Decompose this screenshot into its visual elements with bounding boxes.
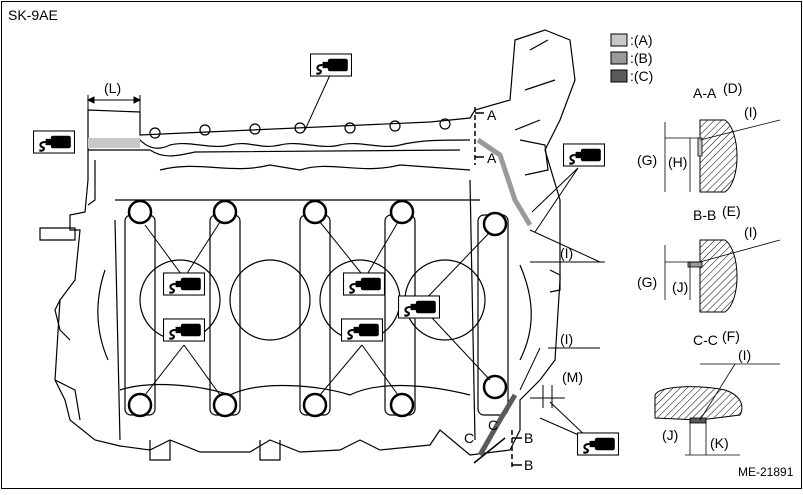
sealant-beads: [88, 137, 533, 457]
sealant-bead-c: [477, 393, 518, 457]
dimension-l: [86, 95, 142, 135]
legend-swatch-a: [610, 33, 628, 47]
legend-swatch-b: [610, 51, 628, 65]
section-marks-a: [474, 107, 484, 165]
section-cc-label-k: (K): [710, 435, 729, 451]
section-aa-label-g: (G): [637, 152, 657, 168]
legend-label-a: :(A): [630, 32, 653, 48]
section-aa-label-h: (H): [668, 154, 687, 170]
section-bb-label-i: (I): [744, 224, 757, 240]
section-mark-b-top: B: [524, 430, 533, 446]
reference-number: ME-21891: [738, 465, 794, 479]
dimension-m: [530, 385, 565, 408]
sealant-bottle-icon: [563, 143, 605, 167]
sealant-bottle-icon: [163, 318, 205, 342]
section-bb-label-j: (J): [672, 279, 688, 295]
label-i-lower: (I): [560, 331, 573, 347]
sealant-bottle-icon: [33, 130, 75, 154]
sealant-bead-b: [476, 137, 533, 227]
sealant-bottle-icon: [577, 432, 619, 456]
section-aa-label-i: (I): [744, 104, 757, 120]
section-mark-b-bottom: B: [524, 457, 533, 473]
section-mark-c-left: C: [464, 430, 474, 446]
bearing-cap-bolts: [127, 199, 508, 418]
legend-label-b: :(B): [630, 50, 653, 66]
sealant-bottle-icon: [343, 272, 385, 296]
label-l: (L): [104, 80, 121, 96]
section-cc: C-C (F) (I) (J) (K): [654, 328, 780, 456]
section-aa-code: (D): [723, 80, 742, 96]
section-bb-title: B-B: [693, 207, 716, 223]
section-aa-title: A-A: [693, 85, 717, 101]
diagram-code: SK-9AE: [8, 7, 58, 23]
section-mark-a-bottom: A: [487, 150, 497, 166]
label-m: (M): [562, 369, 583, 385]
section-marks-bc: [473, 430, 522, 468]
legend: :(A) :(B) :(C): [610, 32, 653, 84]
sealant-bottle-icon: [310, 53, 352, 77]
legend-swatch-c: [610, 69, 628, 83]
section-cc-label-j: (J): [662, 427, 678, 443]
sealant-bead-a: [88, 138, 140, 148]
section-cc-label-i: (I): [738, 347, 751, 363]
label-i-upper: (I): [560, 245, 573, 261]
section-aa: A-A (D) (I) (G) (H): [637, 80, 781, 193]
legend-label-c: :(C): [630, 68, 653, 84]
section-cc-title: C-C: [693, 332, 718, 348]
sealant-bottle-icon: [398, 295, 440, 319]
section-cc-code: (F): [722, 328, 740, 344]
section-bb: B-B (E) (I) (G) (J): [637, 203, 781, 313]
section-bb-code: (E): [722, 203, 741, 219]
sealant-bottle-icon: [341, 318, 383, 342]
sealant-bottle-icon: [163, 272, 205, 296]
sealant-icons: [33, 53, 619, 456]
leader-lines: [144, 74, 601, 441]
section-bb-label-g: (G): [637, 274, 657, 290]
section-mark-a-top: A: [487, 107, 497, 123]
section-mark-c-right: C: [488, 417, 498, 433]
